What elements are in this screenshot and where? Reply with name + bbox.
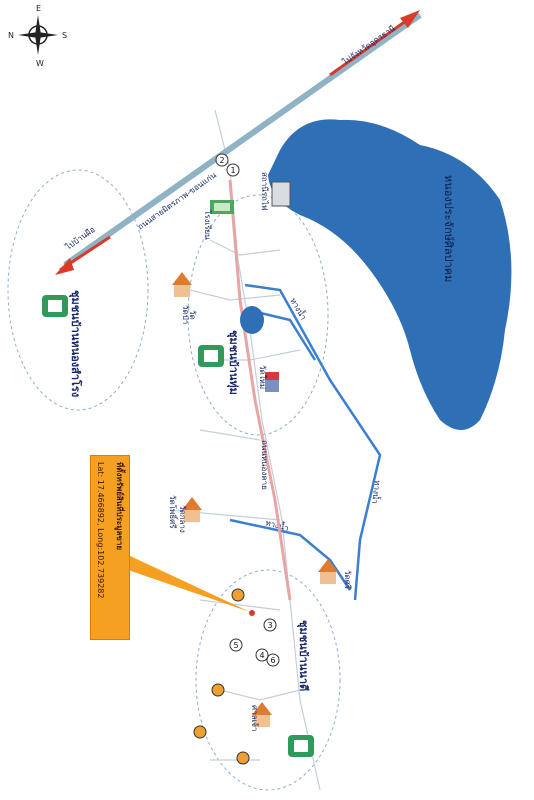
callout-title: ที่ตั้งทรัพย์สินที่ประมูลขาย bbox=[115, 462, 124, 551]
lake bbox=[268, 119, 512, 430]
callout-coords: Lat: 17.466892, Long:102.739282 bbox=[96, 462, 105, 599]
orange-pin-1 bbox=[231, 588, 245, 602]
building-icon-mid bbox=[265, 372, 279, 392]
orange-pin-2 bbox=[211, 683, 225, 697]
svg-text:4: 4 bbox=[259, 651, 264, 660]
school-label: โรงเรียน bbox=[203, 210, 213, 240]
property-callout: ที่ตั้งทรัพย์สินที่ประมูลขาย Lat: 17.466… bbox=[90, 455, 130, 640]
village-circle-3 bbox=[195, 569, 341, 791]
village-circle-1 bbox=[7, 169, 149, 411]
station-icon bbox=[271, 181, 291, 207]
village-2-label: ชุมชนบ้านทุ่ม bbox=[226, 330, 240, 395]
vertical-main-road bbox=[228, 179, 292, 601]
village-icon-2 bbox=[198, 345, 224, 367]
temple-top-label: วัด bbox=[188, 310, 197, 320]
marker-4: 4 bbox=[255, 648, 269, 662]
svg-text:3: 3 bbox=[267, 621, 272, 630]
svg-text:W: W bbox=[36, 59, 44, 68]
svg-text:5: 5 bbox=[233, 641, 238, 650]
temple-right-label: วัดศรี bbox=[343, 570, 352, 590]
village-1-label: ชุมชนบ้านหนองสำโรง bbox=[68, 290, 83, 397]
village-icon-3 bbox=[288, 735, 314, 757]
target-dot bbox=[249, 610, 255, 616]
svg-text:2: 2 bbox=[219, 156, 224, 165]
village-icon-1 bbox=[42, 295, 68, 317]
temple-icon-4 bbox=[252, 702, 272, 727]
lake-label: หนองประจักษ์ศิลปาคม bbox=[442, 175, 455, 282]
temple-mid-a-label: วัดป่า bbox=[181, 305, 190, 324]
road-top-right-label: ไปจังหวัดอุดรธานี bbox=[340, 24, 397, 68]
village-circle-2 bbox=[187, 194, 329, 436]
marker-2: 2 bbox=[215, 153, 229, 167]
temple-icon-2 bbox=[182, 497, 202, 522]
svg-text:1: 1 bbox=[230, 166, 235, 175]
temple-low-b-label: วัดกลาง bbox=[178, 505, 187, 533]
school-icon bbox=[210, 200, 234, 214]
shrine-label: ศาลเจ้า bbox=[250, 705, 259, 731]
canal-label-right: ทางน้ำ bbox=[370, 480, 384, 505]
station-label: สถานีรถไฟ bbox=[260, 172, 269, 211]
orange-pin-4 bbox=[236, 751, 250, 765]
marker-3: 3 bbox=[263, 618, 277, 632]
callout-pointer bbox=[128, 555, 250, 612]
temple-mid-b-label: วัดใหม่ bbox=[258, 365, 267, 389]
svg-text:E: E bbox=[36, 4, 41, 13]
marker-1: 1 bbox=[226, 163, 240, 177]
svg-text:S: S bbox=[62, 31, 67, 40]
compass-icon: E W N S bbox=[8, 4, 67, 68]
marker-6: 6 bbox=[266, 653, 280, 667]
main-highway bbox=[63, 12, 422, 268]
svg-text:N: N bbox=[8, 31, 14, 40]
vertical-road-label: ถนนหนองคาย bbox=[260, 440, 269, 490]
temple-icon-1 bbox=[172, 272, 192, 297]
temple-low-label: วัดโพธิ์ศรี bbox=[168, 495, 179, 529]
marker-5: 5 bbox=[229, 638, 243, 652]
orange-pin-3 bbox=[193, 725, 207, 739]
village-3-label: ชุมชนบ้านนาดี bbox=[296, 620, 310, 691]
pond bbox=[240, 306, 264, 334]
svg-text:6: 6 bbox=[270, 656, 275, 665]
temple-icon-3 bbox=[318, 559, 338, 584]
